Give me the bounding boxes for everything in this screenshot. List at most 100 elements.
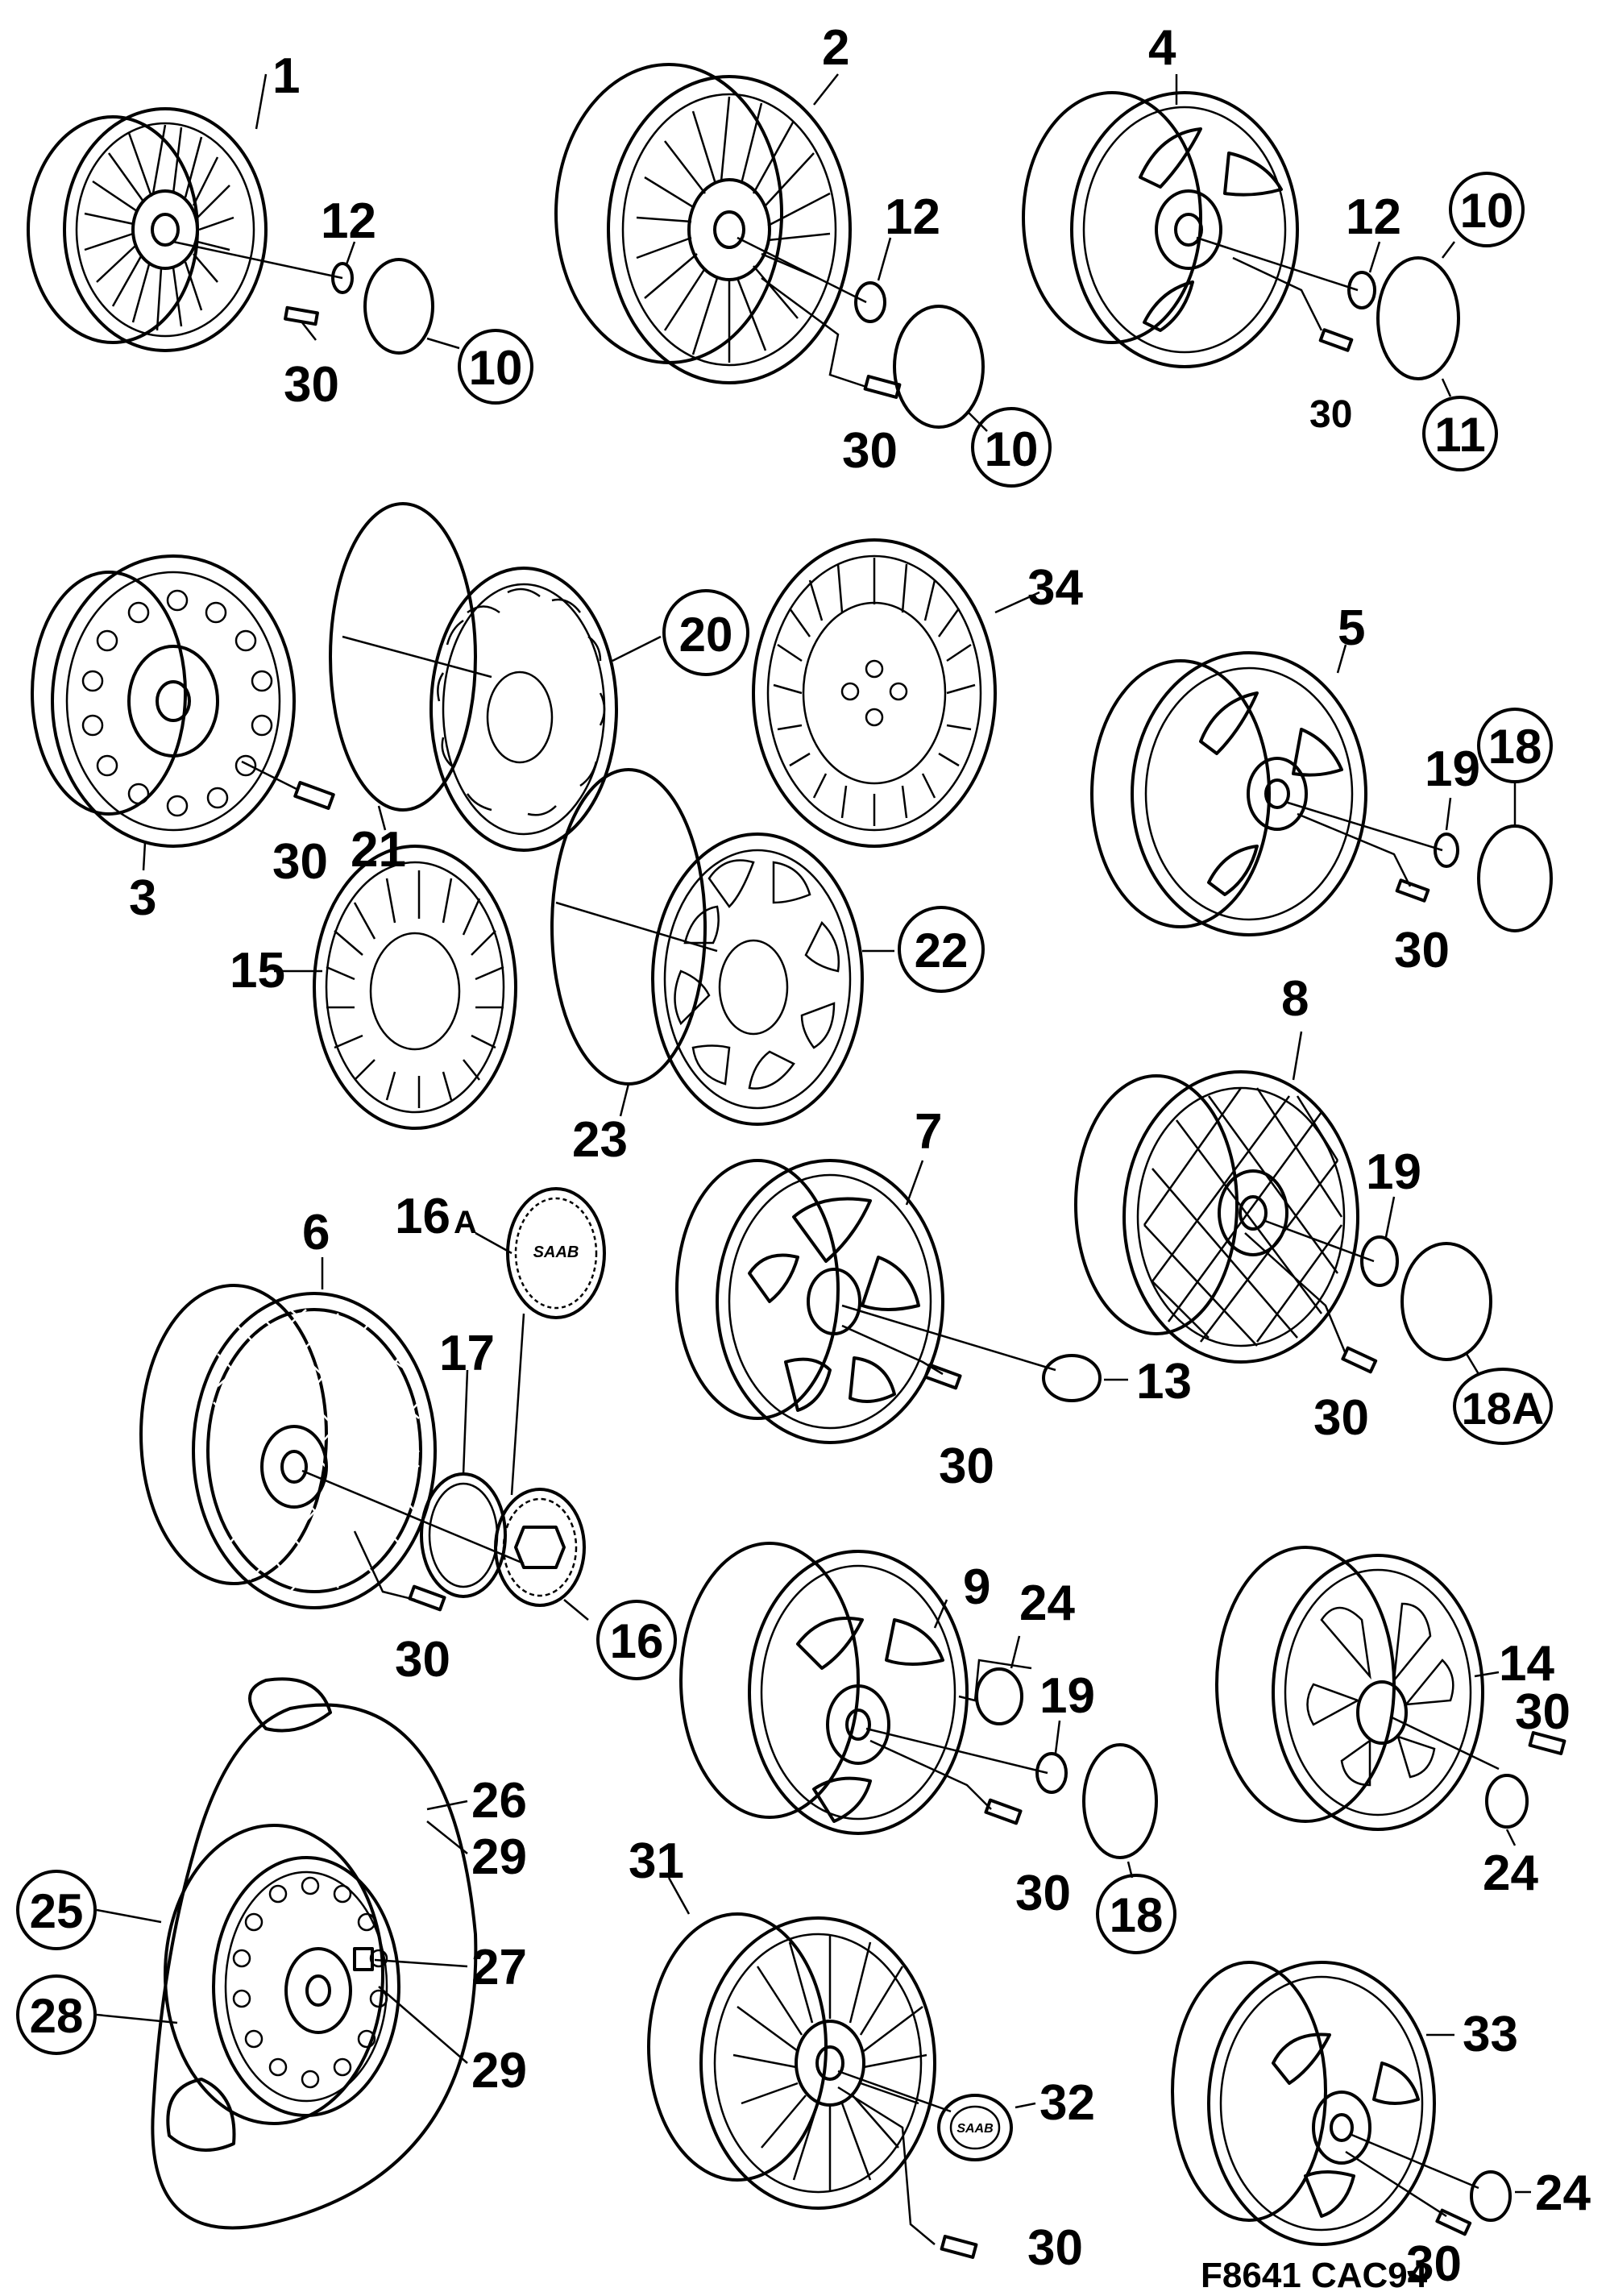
wheel-9-cap-24: [975, 1667, 1023, 1725]
callout-circle-10: [1449, 172, 1525, 247]
saab-logo: SAAB: [533, 1243, 579, 1261]
wheel-4-cap-10-11: [1376, 256, 1460, 380]
callout-30: 30: [1406, 2236, 1462, 2292]
callout-circle-28: [16, 1974, 97, 2055]
callout-11: 11: [1434, 408, 1485, 462]
spare-wheel-with-tyre: [151, 1677, 478, 2230]
wheel-2-alloy-rim: [554, 63, 852, 384]
callout-28: 28: [30, 1989, 84, 2043]
wheel-14-cap-24: [1485, 1774, 1529, 1829]
wheel-8-washer-19: [1360, 1235, 1399, 1287]
wheel-7-alloy-rim: [675, 1159, 944, 1444]
callout-19: 19: [1039, 1668, 1095, 1724]
wheel-33-cap-24: [1470, 2170, 1512, 2222]
wheel-14-bolt-30: [1528, 1731, 1566, 1755]
wheel-33-bolt-30: [1435, 2208, 1472, 2236]
wheel-31-alloy-rim: [647, 1912, 936, 2210]
wheel-2-cap-10: [893, 305, 985, 429]
callout-30: 30: [284, 357, 339, 413]
callout-10: 10: [985, 422, 1039, 476]
callout-8: 8: [1281, 971, 1309, 1027]
callout-33: 33: [1463, 2007, 1518, 2062]
callout-12: 12: [1346, 189, 1401, 245]
wheel-8-mesh-alloy-rim: [1074, 1070, 1359, 1364]
wheel-31-centre-cap-32: SAAB: [937, 2094, 1013, 2161]
callout-18: 18: [1110, 1888, 1164, 1942]
wheel-3-steel-rim: [31, 554, 296, 848]
wheel-5-alloy-rim: [1090, 651, 1367, 936]
callout-12: 12: [885, 189, 940, 245]
wheel-8-cap-18A: [1400, 1242, 1492, 1361]
wheel-6-spinner-16: [494, 1488, 586, 1607]
callout-10: 10: [469, 341, 523, 395]
callout-29: 29: [471, 1829, 527, 1885]
wheel-31-bolt-30: [940, 2235, 978, 2259]
callout-4: 4: [1148, 20, 1176, 76]
wheel-2-bolt-30: [863, 375, 902, 399]
callout-34: 34: [1027, 560, 1083, 616]
wheel-5-bolt-30: [1395, 878, 1430, 903]
callout-circle-18A: [1453, 1368, 1553, 1445]
callout-18A: 18A: [1462, 1383, 1545, 1434]
callout-23: 23: [572, 1112, 628, 1168]
wheel-1-bolt-30: [284, 305, 319, 341]
wheel-1-cap-10: [363, 258, 434, 355]
hubcap-20-with-ring-21: [329, 502, 618, 852]
callout-30: 30: [842, 423, 898, 479]
wheel-4-bolt-30: [1318, 328, 1354, 352]
hubcap-15: [313, 845, 517, 1130]
wheel-14-alloy-rim: [1215, 1546, 1484, 1831]
wheel-5-cap-18: [1477, 824, 1553, 932]
callout-10: 10: [1460, 184, 1514, 238]
callout-9: 9: [963, 1559, 990, 1615]
callout-22: 22: [915, 924, 969, 978]
wheel-1-alloy-rim: [27, 107, 268, 352]
wheel-9-washer-19: [1035, 1752, 1068, 1794]
saab-logo: SAAB: [956, 2122, 993, 2136]
callout-31: 31: [629, 1833, 684, 1889]
callout-30: 30: [272, 834, 328, 890]
callout-circle-25: [16, 1870, 97, 1950]
callout-24: 24: [1019, 1576, 1075, 1631]
callout-27: 27: [471, 1940, 527, 1995]
callout-30: 30: [939, 1439, 994, 1494]
callout-circle-22: [898, 906, 985, 993]
diagram-code: F8641 CAC94: [1201, 2256, 1428, 2295]
wheel-6-wire-rim: [139, 1284, 437, 1609]
callout-30: 30: [1515, 1684, 1571, 1740]
wheel-3-bolt-30: [241, 760, 335, 810]
callout-24: 24: [1483, 1846, 1538, 1901]
callout-30: 30: [1027, 2220, 1083, 2276]
callout-30: 30: [1313, 1390, 1369, 1446]
callout-5: 5: [1338, 600, 1365, 656]
wheel-7-bolt-30: [923, 1363, 962, 1390]
callout-15: 15: [230, 943, 285, 999]
wheel-1-washer-12: [331, 262, 354, 294]
callout-7: 7: [915, 1104, 942, 1160]
wheel-5-washer-19: [1434, 832, 1459, 868]
callout-17: 17: [439, 1326, 495, 1381]
callout-19: 19: [1366, 1144, 1421, 1200]
callout-30: 30: [1394, 923, 1450, 978]
wheel-2-washer-12: [854, 281, 886, 323]
callout-26: 26: [471, 1773, 527, 1829]
callout-3: 3: [129, 870, 156, 926]
callout-circle-18: [1096, 1874, 1176, 1954]
callout-2: 2: [822, 20, 849, 76]
callout-29: 29: [471, 2043, 527, 2099]
callout-24: 24: [1535, 2165, 1591, 2221]
callout-30: 30: [1309, 393, 1352, 436]
wheel-9-cap-18: [1082, 1743, 1158, 1859]
callout-13: 13: [1136, 1354, 1192, 1410]
callout-18: 18: [1488, 720, 1542, 774]
callout-12: 12: [321, 193, 376, 249]
callout-32: 32: [1039, 2075, 1095, 2131]
wheel-9-bolt-30: [984, 1798, 1023, 1825]
wheel-7-cap-13: [1042, 1354, 1102, 1402]
callout-14: 14: [1499, 1636, 1554, 1692]
wheel-6-badge-16A: SAAB: [506, 1187, 606, 1319]
wheel-6-bolt-30: [408, 1584, 446, 1612]
callout-circle-10: [458, 329, 533, 405]
